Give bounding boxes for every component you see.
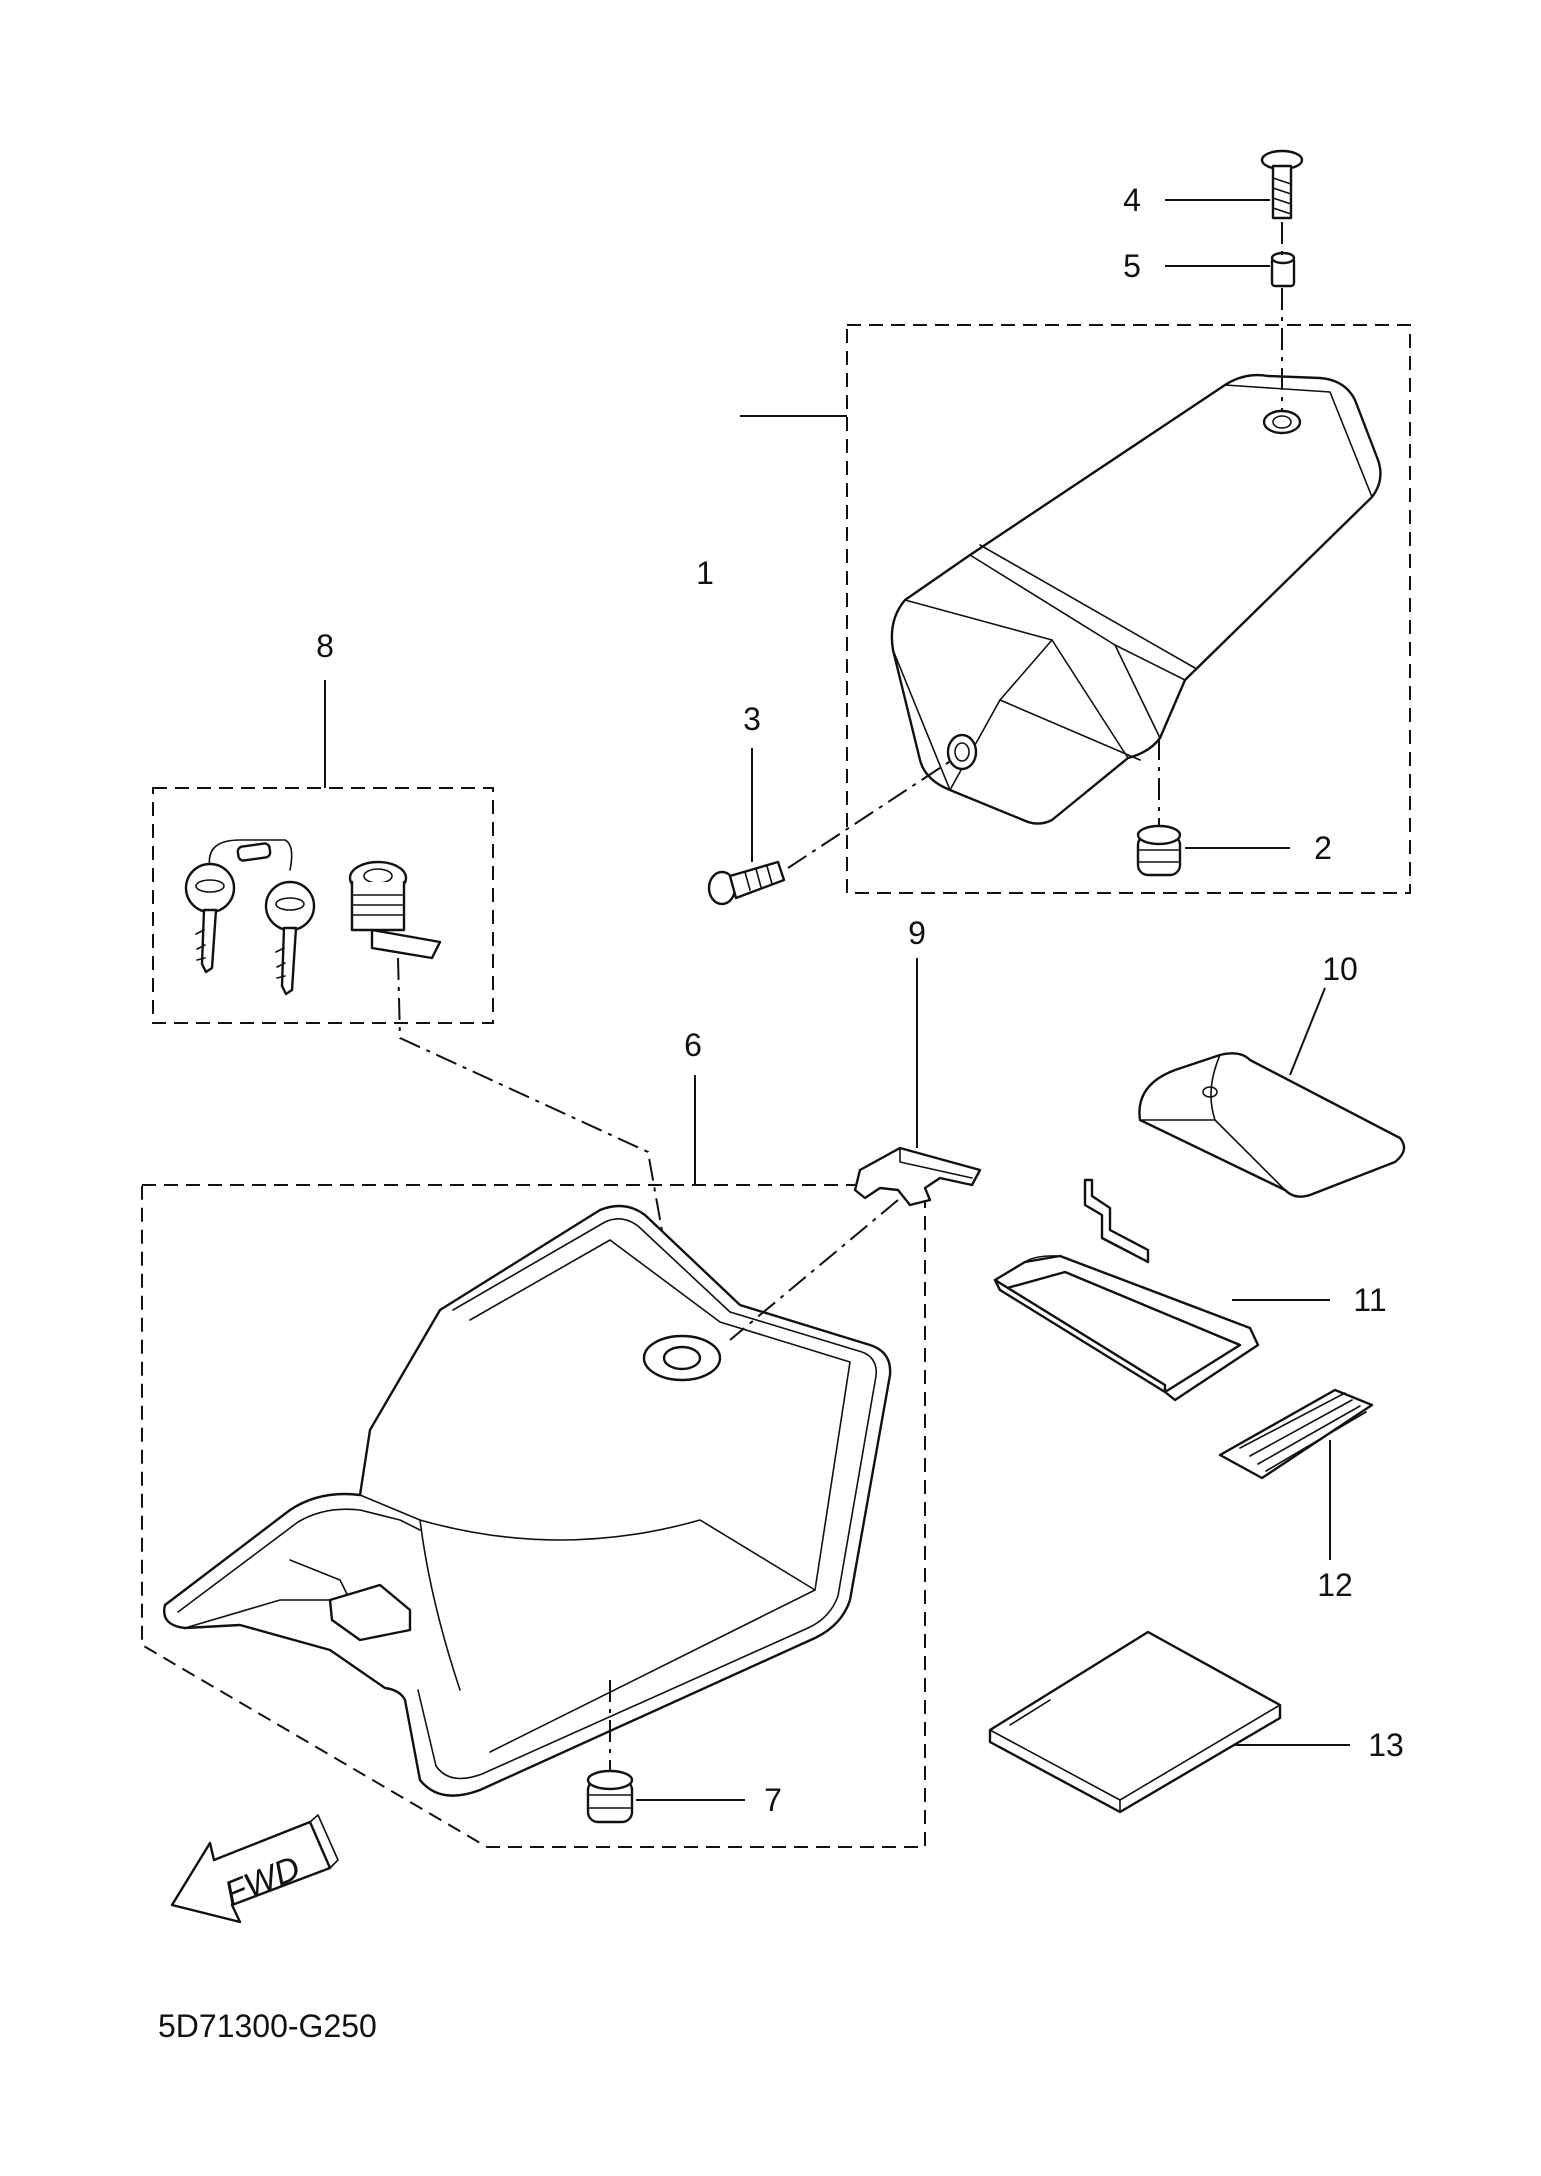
callout-12: 12 xyxy=(1317,1567,1353,1603)
clip-axis-line xyxy=(729,1199,899,1341)
tray-part-11[interactable] xyxy=(993,1178,1260,1402)
reflector-part-12[interactable] xyxy=(1218,1388,1374,1480)
callout-5: 5 xyxy=(1123,248,1141,284)
callout-2: 2 xyxy=(1314,830,1332,866)
callout-6: 6 xyxy=(684,1027,702,1063)
damper-part-7[interactable] xyxy=(586,1769,634,1824)
callout-8: 8 xyxy=(316,628,334,664)
callout-11: 11 xyxy=(1353,1282,1386,1318)
clip-part-9[interactable] xyxy=(853,1146,982,1207)
leader-lines xyxy=(324,199,1350,1801)
callout-10: 10 xyxy=(1322,951,1358,987)
bolt-part-4[interactable] xyxy=(1260,149,1304,220)
damper-part-2[interactable] xyxy=(1136,824,1182,877)
rear-seat[interactable] xyxy=(890,373,1382,825)
front-seat-group-box xyxy=(141,1184,926,1848)
rear-seat-group-box xyxy=(846,324,1411,894)
callout-4: 4 xyxy=(1123,182,1141,218)
callout-9: 9 xyxy=(908,915,926,951)
front-seat[interactable] xyxy=(163,1204,892,1797)
diagram-code: 5D71300-G250 xyxy=(158,2008,377,2044)
key-set[interactable] xyxy=(184,839,316,996)
seat-cover-part-10[interactable] xyxy=(1138,1052,1406,1198)
collar-part-5[interactable] xyxy=(1270,251,1296,288)
callout-1: 1 xyxy=(696,555,714,591)
callout-13: 13 xyxy=(1368,1727,1404,1763)
bolt-part-3[interactable] xyxy=(707,860,786,906)
callout-3: 3 xyxy=(743,701,761,737)
manual-part-13[interactable] xyxy=(988,1630,1282,1814)
fwd-arrow: FWD xyxy=(170,1814,339,1924)
callout-7: 7 xyxy=(764,1782,782,1818)
seat-lock[interactable] xyxy=(348,860,442,960)
rear-bolt-axis-line xyxy=(787,757,956,869)
